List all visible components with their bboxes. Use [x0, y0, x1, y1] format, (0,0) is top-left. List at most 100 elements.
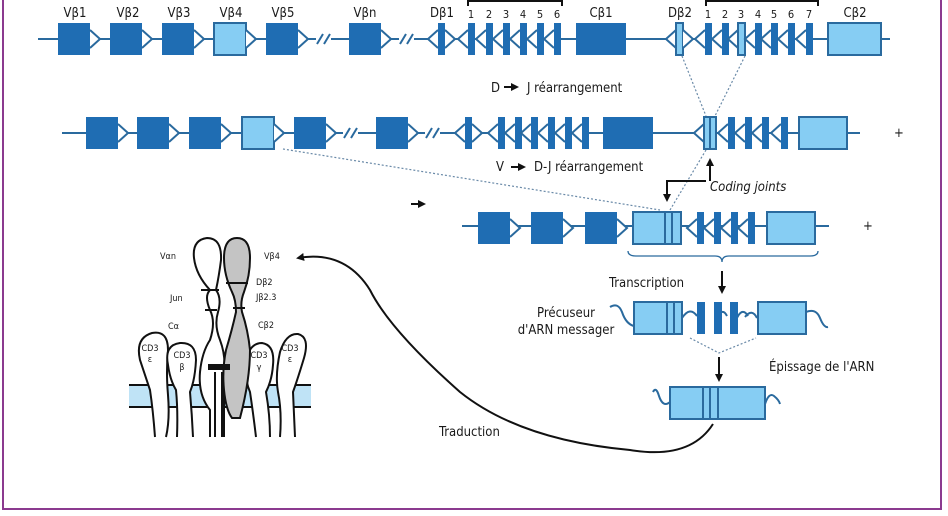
svg-text:D: D — [491, 81, 500, 96]
rss-signal — [245, 29, 258, 49]
rss-signal — [716, 123, 729, 143]
d2-segment — [675, 22, 684, 56]
c2-segment — [798, 116, 848, 150]
rss-signal — [117, 123, 130, 143]
mature-mrna — [652, 386, 781, 420]
utr-5-wave — [652, 388, 671, 405]
v-segment-6 — [349, 23, 381, 55]
svg-text:V: V — [496, 160, 504, 175]
j1-cluster-bracket — [467, 0, 563, 6]
rss-signal — [474, 29, 487, 49]
j2-segment-7 — [748, 212, 755, 244]
cd3-epsilon-right — [275, 332, 307, 438]
tcr-beta-chain — [222, 236, 252, 419]
j2-segment-5 — [745, 117, 752, 149]
label-cd3-1: CD3 — [141, 344, 158, 354]
j1-segment-5 — [537, 23, 544, 55]
label-cd3-4: CD3 — [281, 344, 298, 354]
j1-segment-2 — [515, 117, 522, 149]
svg-text:J réarrangement: J réarrangement — [526, 81, 623, 96]
svg-text:Coding joints: Coding joints — [710, 180, 786, 195]
j2-number: 4 — [755, 8, 761, 21]
rss-signal — [726, 29, 739, 49]
rss-signal — [562, 218, 575, 238]
v-segment-5 — [294, 117, 326, 149]
j1-segment-4 — [520, 23, 527, 55]
j2-segment-7 — [806, 23, 813, 55]
j2-segment-4 — [728, 117, 735, 149]
rss-signal — [536, 123, 549, 143]
label-db2: Dβ2 — [668, 6, 692, 21]
vdj-rearranged-locus: + — [462, 211, 873, 263]
label-vb5: Vβ5 — [272, 6, 295, 21]
guide-vb4 — [282, 148, 661, 211]
label-dbeta: Dβ2 — [256, 278, 273, 288]
transcribed-region-brace — [627, 250, 819, 263]
rss-signal — [519, 123, 532, 143]
j-exon-3 — [730, 302, 738, 334]
rss-signal — [426, 29, 439, 49]
rss-signal — [508, 29, 521, 49]
rss-signal — [710, 29, 723, 49]
rss-signal — [273, 123, 286, 143]
v-segment-1 — [86, 117, 118, 149]
break-gap — [316, 36, 331, 42]
disulfide-bond — [208, 364, 230, 370]
j1-segment-1 — [498, 117, 505, 149]
label-jbeta: Jβ2.3 — [255, 293, 276, 303]
rss-signal — [769, 123, 782, 143]
j2-segment-4 — [755, 23, 762, 55]
utr-3-wave — [805, 309, 829, 329]
j-exon-2 — [714, 302, 722, 334]
rss-signal — [491, 29, 504, 49]
precursor-label-line2: d'ARN messager — [518, 323, 615, 338]
j2-segment-5 — [771, 23, 778, 55]
label-cd3-4-sub: ε — [288, 355, 292, 365]
j2-segment-6 — [762, 117, 769, 149]
c1-segment — [603, 117, 653, 149]
rss-signal — [750, 123, 763, 143]
v-segment-1 — [478, 212, 510, 244]
j1-segment-6 — [582, 117, 589, 149]
cd3-beta — [166, 341, 198, 438]
rss-signal — [692, 123, 705, 143]
v-segment-4 — [213, 22, 247, 56]
j1-segment-4 — [548, 117, 555, 149]
rss-signal — [682, 29, 695, 49]
j1-number: 1 — [468, 8, 474, 21]
j2-number: 6 — [788, 8, 794, 21]
pre-mrna: Précuseur d'ARN messager — [518, 301, 829, 338]
rss-signal — [525, 29, 538, 49]
guide-d2 — [681, 55, 707, 117]
label-db1: Dβ1 — [430, 6, 454, 21]
label-vb4: Vβ4 — [220, 6, 243, 21]
svg-text:D-J réarrangement: D-J réarrangement — [534, 160, 644, 175]
label-vb2: Vβ2 — [117, 6, 140, 21]
splicing-guide — [689, 337, 757, 354]
rss-signal — [220, 123, 233, 143]
rss-signal — [407, 123, 420, 143]
v-segment-3 — [189, 117, 221, 149]
v-segment-4 — [241, 116, 275, 150]
j2-segment-6 — [788, 23, 795, 55]
rss-signal — [509, 218, 522, 238]
translation-label: Traduction — [438, 425, 500, 440]
v-segment-2 — [531, 212, 563, 244]
j2-cluster-bracket — [705, 0, 819, 6]
label-cb1: Cβ1 — [589, 6, 612, 21]
v-segment-2 — [137, 117, 169, 149]
rss-signal — [736, 218, 749, 238]
guide-j3 — [714, 55, 746, 117]
utr-3-wave — [764, 394, 781, 405]
cd3-epsilon-left — [137, 331, 170, 438]
rss-signal — [471, 123, 484, 143]
j2-number: 5 — [771, 8, 777, 21]
j1-segment-5 — [565, 117, 572, 149]
c2-exon — [757, 301, 807, 335]
v-segment-1 — [58, 23, 90, 55]
rss-signal — [168, 123, 181, 143]
rss-signal — [664, 29, 677, 49]
label-valpha: Vαn — [160, 252, 176, 262]
